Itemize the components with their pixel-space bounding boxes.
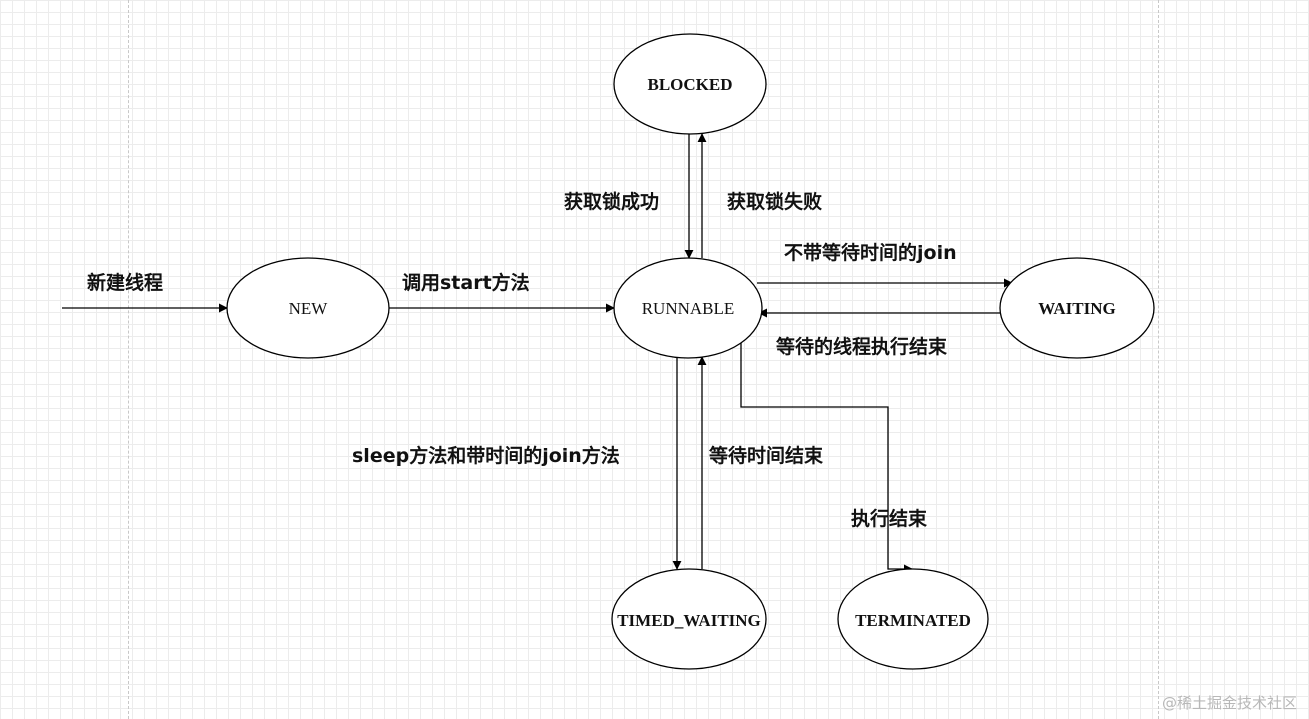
state-new-label: NEW [289,299,329,318]
dashed-guide-right [1158,0,1159,719]
state-new: NEW [226,257,390,359]
state-blocked: BLOCKED [613,33,767,135]
edges [62,133,1016,574]
edge-runnable-to-terminated [740,342,913,574]
label-create-thread: 新建线程 [87,271,163,294]
state-terminated-label: TERMINATED [855,611,971,630]
state-timed-waiting: TIMED_WAITING [611,568,767,670]
state-waiting-label: WAITING [1038,299,1115,318]
state-timed-waiting-label: TIMED_WAITING [617,611,761,630]
label-lock-acquired: 获取锁成功 [564,190,659,213]
state-runnable-shape [613,257,763,359]
state-blocked-label: BLOCKED [647,75,732,94]
label-wait-time-over: 等待时间结束 [708,444,824,467]
label-execution-finished: 执行结束 [851,507,928,530]
label-call-start: 调用start方法 [402,271,530,294]
state-runnable: RUNNABLE [613,257,763,359]
dashed-guide-left [128,0,129,719]
label-sleep-or-timed-join: sleep方法和带时间的join方法 [352,444,620,467]
label-lock-failed: 获取锁失败 [727,190,822,213]
label-joined-thread-finished: 等待的线程执行结束 [775,335,948,358]
state-terminated-shape [837,568,989,670]
watermark: @稀土掘金技术社区 [1161,694,1297,712]
state-new-shape [226,257,390,359]
state-runnable-label: RUNNABLE [642,299,735,318]
label-join-no-timeout: 不带等待时间的join [784,241,957,264]
state-timed-waiting-shape [611,568,767,670]
state-terminated: TERMINATED [837,568,989,670]
state-waiting-shape [999,257,1155,359]
state-blocked-shape [613,33,767,135]
state-waiting: WAITING [999,257,1155,359]
